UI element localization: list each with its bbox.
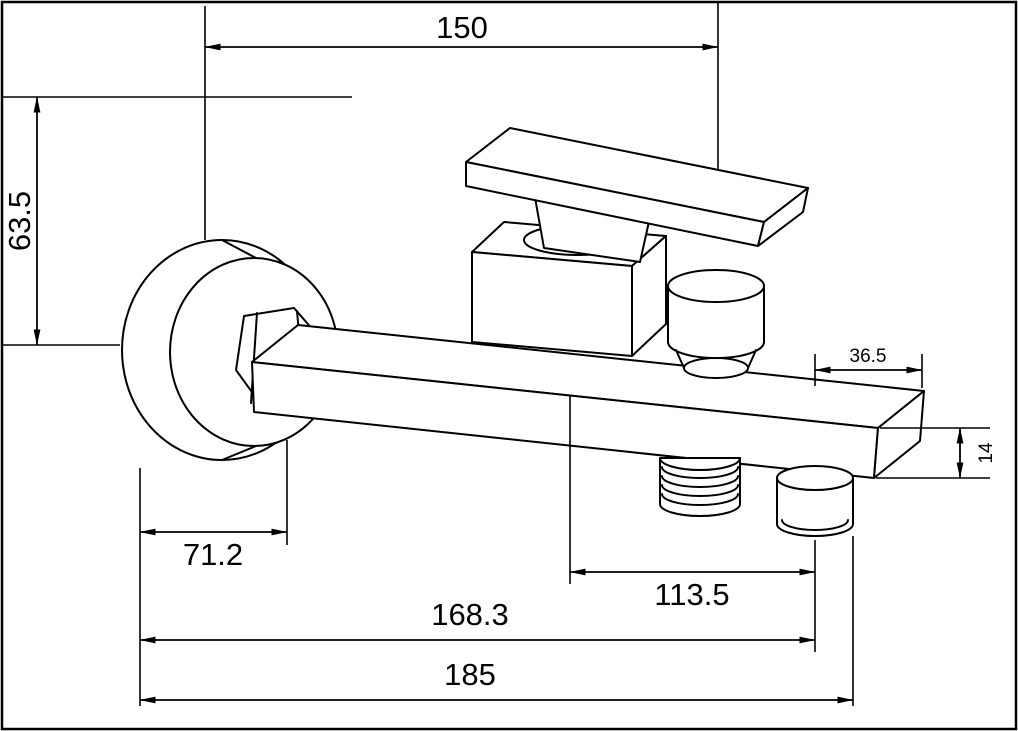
spout-outlet-body <box>776 477 854 537</box>
dimension-label-spout-reach: 150 <box>436 10 488 45</box>
dimension-end-thickness: 14 <box>876 427 997 479</box>
dimension-label-mount-height: 63.5 <box>2 191 37 251</box>
dimension-spout-reach: 150 <box>204 3 719 240</box>
dimension-annotations: 150 63.5 36.5 14 71.2 <box>2 3 997 706</box>
thread-line-2 <box>661 475 739 488</box>
faucet-illustration <box>121 127 925 537</box>
dimension-flange-depth: 71.2 <box>139 440 288 706</box>
dimension-label-inner-length: 168.3 <box>431 597 509 632</box>
dimension-outlet-offset: 36.5 <box>814 346 923 388</box>
knob-top-face <box>667 269 765 303</box>
thread-line-3 <box>661 484 739 497</box>
spout-body <box>251 324 925 479</box>
hose-connector-rim <box>659 457 741 471</box>
dimension-label-outlet-offset: 36.5 <box>850 346 887 367</box>
spout-outlet-inner-rim <box>781 519 849 531</box>
dimension-label-flange-depth: 71.2 <box>183 537 243 572</box>
flange-bottom-silhouette <box>221 445 257 461</box>
dimension-inner-length: 168.3 <box>139 597 816 644</box>
nut-facet-left <box>250 312 258 404</box>
knob-base-ring <box>683 357 749 379</box>
spout-end-face <box>873 390 925 479</box>
spout-outlet <box>776 465 854 537</box>
dimension-mount-height: 63.5 <box>2 96 352 346</box>
flange-top-silhouette <box>221 239 257 259</box>
diverter-knob <box>667 269 765 379</box>
knob-base-edge-left <box>675 349 685 369</box>
thread-line-4 <box>661 493 739 506</box>
dimension-label-overall-length: 185 <box>444 657 496 692</box>
dimension-label-outlet-spacing: 113.5 <box>654 577 729 612</box>
valve-front-face <box>471 251 633 357</box>
valve-body <box>471 191 667 357</box>
knob-base-edge-right <box>747 349 757 369</box>
shower-hose-outlet <box>659 457 741 517</box>
dimension-overall-length: 185 <box>139 536 854 706</box>
handle-end-face <box>757 187 809 247</box>
lever-handle <box>465 127 809 247</box>
spout-outlet-top-rim <box>776 465 854 491</box>
dimension-label-end-thickness: 14 <box>976 442 997 464</box>
dimension-outlet-spacing: 113.5 <box>569 396 816 652</box>
thread-line-1 <box>661 466 739 479</box>
